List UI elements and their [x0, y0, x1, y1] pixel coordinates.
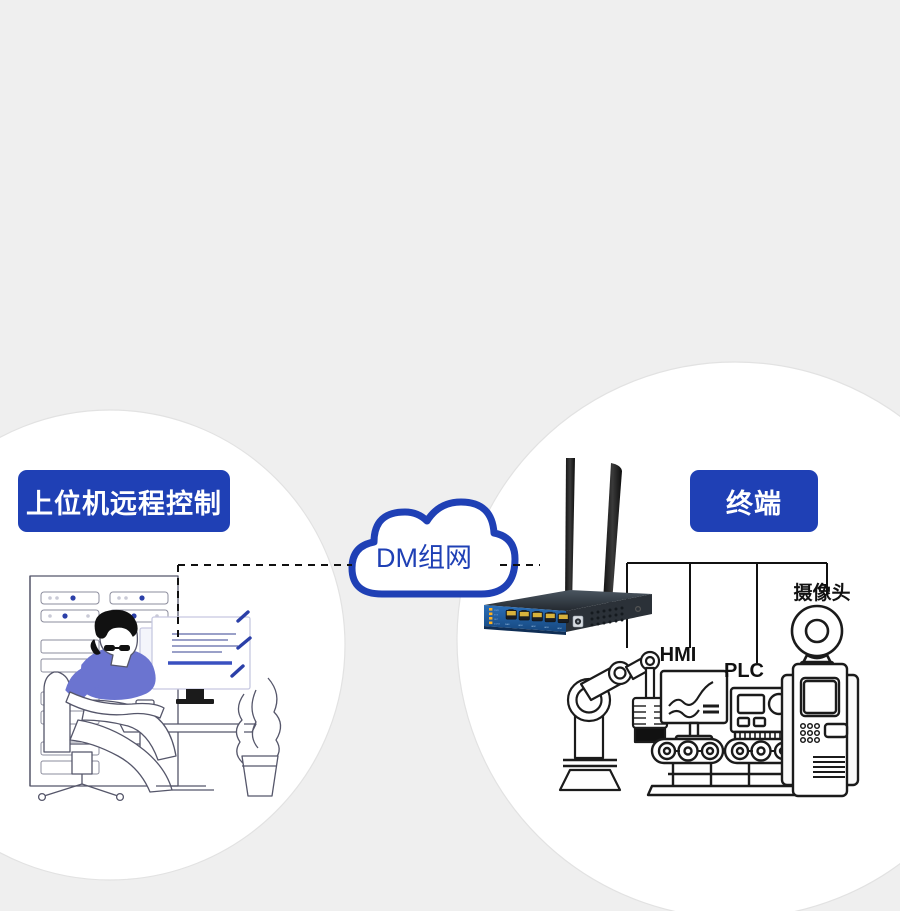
svg-text:LAN1: LAN1	[518, 624, 523, 627]
industrial-terminal-cabinet	[780, 662, 860, 798]
dm-network-cloud-icon	[348, 498, 519, 598]
router-antenna-right	[603, 463, 622, 603]
conveyor-belt	[646, 737, 806, 797]
connection-lines	[177, 564, 540, 640]
industrial-wifi-router: PWR SYS NET 4G/5G	[484, 458, 652, 635]
badge-host-remote-control: 上位机远程控制	[18, 470, 230, 532]
device-label-camera: 摄像头	[793, 583, 851, 604]
svg-text:LAN4: LAN4	[557, 627, 562, 630]
cloud-label: DM组网	[376, 542, 472, 573]
svg-text:PWR: PWR	[494, 610, 499, 612]
router-antenna-left	[565, 458, 575, 608]
device-label-hmi: HMI	[659, 644, 697, 666]
camera-icon	[790, 604, 844, 669]
terminal-illustration: PWR SYS NET 4G/5G	[484, 458, 860, 798]
robot-arm-icon	[558, 650, 669, 792]
router-leds: PWR SYS NET 4G/5G	[489, 608, 501, 625]
svg-text:LAN3: LAN3	[544, 626, 549, 629]
svg-text:SYS: SYS	[494, 614, 499, 616]
svg-text:NET: NET	[494, 619, 499, 621]
svg-text:WAN: WAN	[505, 623, 510, 626]
device-label-plc: PLC	[724, 660, 764, 682]
host-illustration	[29, 575, 282, 802]
router-ethernet-ports: WAN LAN1 LAN2 LAN3 LAN4	[505, 609, 569, 630]
svg-text:4G/5G: 4G/5G	[494, 623, 501, 625]
badge-terminal: 终端	[690, 470, 818, 532]
svg-text:LAN2: LAN2	[531, 625, 536, 628]
router-power-port	[572, 615, 584, 628]
